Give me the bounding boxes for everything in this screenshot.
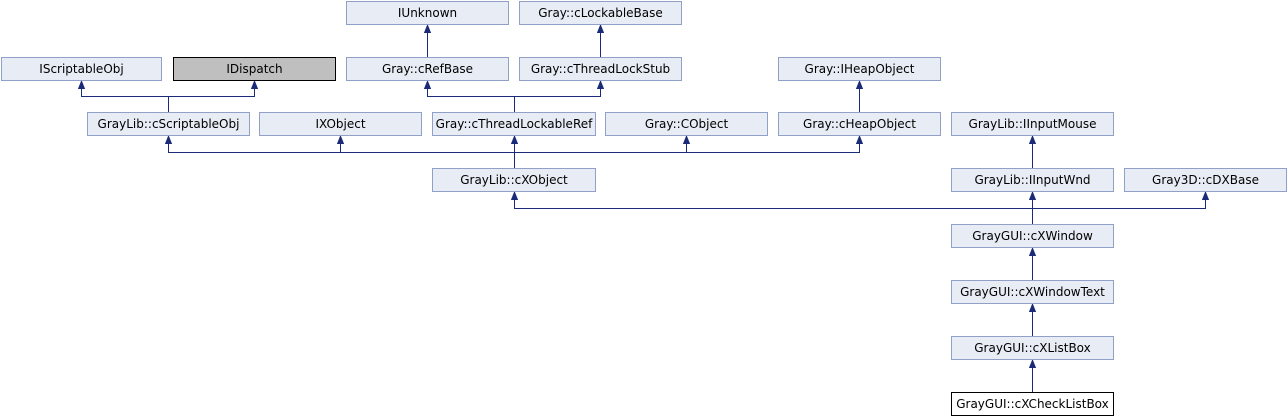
class-node-clockablebase[interactable]: Gray::cLockableBase (519, 1, 682, 25)
class-label: IXObject (315, 117, 365, 131)
class-node-cscriptableobj[interactable]: GrayLib::cScriptableObj (87, 112, 250, 136)
class-node-iscriptableobj[interactable]: IScriptableObj (1, 57, 162, 81)
class-node-cthreadlockstub[interactable]: Gray::cThreadLockStub (519, 57, 682, 81)
class-box (519, 1, 682, 25)
class-label: Gray::cLockableBase (538, 6, 663, 20)
class-label: GrayLib::IInputWnd (974, 173, 1090, 187)
class-node-cxwindowtext[interactable]: GrayGUI::cXWindowText (951, 280, 1114, 304)
class-box (951, 280, 1114, 304)
class-label: GrayGUI::cXWindowText (960, 285, 1105, 299)
class-box (778, 57, 941, 81)
class-node-cxobject[interactable]: GrayLib::cXObject (432, 168, 596, 192)
inheritance-edge-cscriptableobj-iscriptableobj (82, 81, 169, 97)
class-box (87, 112, 250, 136)
class-box (173, 57, 336, 81)
class-label: IScriptableObj (39, 62, 123, 76)
class-label: GrayGUI::cXCheckListBox (956, 397, 1109, 411)
class-box (1, 57, 162, 81)
class-node-cdxbase[interactable]: Gray3D::cDXBase (1124, 168, 1287, 192)
class-node-cxlistbox[interactable]: GrayGUI::cXListBox (951, 336, 1114, 360)
class-box (346, 57, 509, 81)
class-box (519, 57, 682, 81)
inheritance-edge-cthreadlockableref-crefbase (428, 81, 515, 97)
class-box (778, 112, 941, 136)
inheritance-edge-cthreadlockableref-cthreadlockstub (514, 81, 601, 97)
class-label: GrayGUI::cXWindow (972, 229, 1093, 243)
class-node-iinputwnd[interactable]: GrayLib::IInputWnd (951, 168, 1114, 192)
inheritance-edge-cscriptableobj-idispatch (168, 81, 255, 97)
class-label: GrayLib::cScriptableObj (98, 117, 240, 131)
class-node-cheapobject[interactable]: Gray::cHeapObject (778, 112, 941, 136)
class-node-crefbase[interactable]: Gray::cRefBase (346, 57, 509, 81)
class-node-iinputmouse[interactable]: GrayLib::IInputMouse (951, 112, 1114, 136)
inheritance-edge-cxwindow-cdxbase (1032, 192, 1206, 209)
class-node-ixobject[interactable]: IXObject (259, 112, 422, 136)
class-node-cobject[interactable]: Gray::CObject (605, 112, 768, 136)
class-label: Gray::IHeapObject (805, 62, 915, 76)
class-label: Gray::cThreadLockableRef (436, 117, 593, 131)
inheritance-edge-cxobject-cscriptableobj (169, 136, 515, 153)
edges-layer (82, 25, 1206, 392)
class-box (346, 1, 509, 25)
class-box (605, 112, 768, 136)
class-box (259, 112, 422, 136)
class-box (432, 112, 596, 136)
class-node-iunknown[interactable]: IUnknown (346, 1, 509, 25)
class-node-cxchecklistbox: GrayGUI::cXCheckListBox (951, 392, 1114, 416)
class-box (432, 168, 596, 192)
class-node-cxwindow[interactable]: GrayGUI::cXWindow (951, 224, 1114, 248)
class-label: GrayLib::IInputMouse (969, 117, 1097, 131)
inheritance-edge-cxwindow-cxobject (515, 192, 1033, 209)
class-label: IDispatch (226, 62, 282, 76)
class-node-cthreadlockableref[interactable]: Gray::cThreadLockableRef (432, 112, 596, 136)
inheritance-edge-cxobject-cheapobject (514, 136, 860, 153)
class-label: Gray3D::cDXBase (1152, 173, 1259, 187)
class-label: Gray::cRefBase (382, 62, 473, 76)
class-label: Gray::cThreadLockStub (531, 62, 670, 76)
class-label: GrayLib::cXObject (460, 173, 568, 187)
class-box (951, 224, 1114, 248)
class-box (951, 168, 1114, 192)
class-box (951, 336, 1114, 360)
class-label: IUnknown (398, 6, 457, 20)
class-node-iheapobject[interactable]: Gray::IHeapObject (778, 57, 941, 81)
class-label: Gray::cHeapObject (803, 117, 916, 131)
class-node-idispatch: IDispatch (173, 57, 336, 81)
inheritance-edge-cxobject-cobject (514, 136, 687, 153)
class-label: Gray::CObject (645, 117, 729, 131)
class-label: GrayGUI::cXListBox (974, 341, 1091, 355)
inheritance-edge-cxobject-ixobject (341, 136, 515, 153)
class-box (951, 112, 1114, 136)
